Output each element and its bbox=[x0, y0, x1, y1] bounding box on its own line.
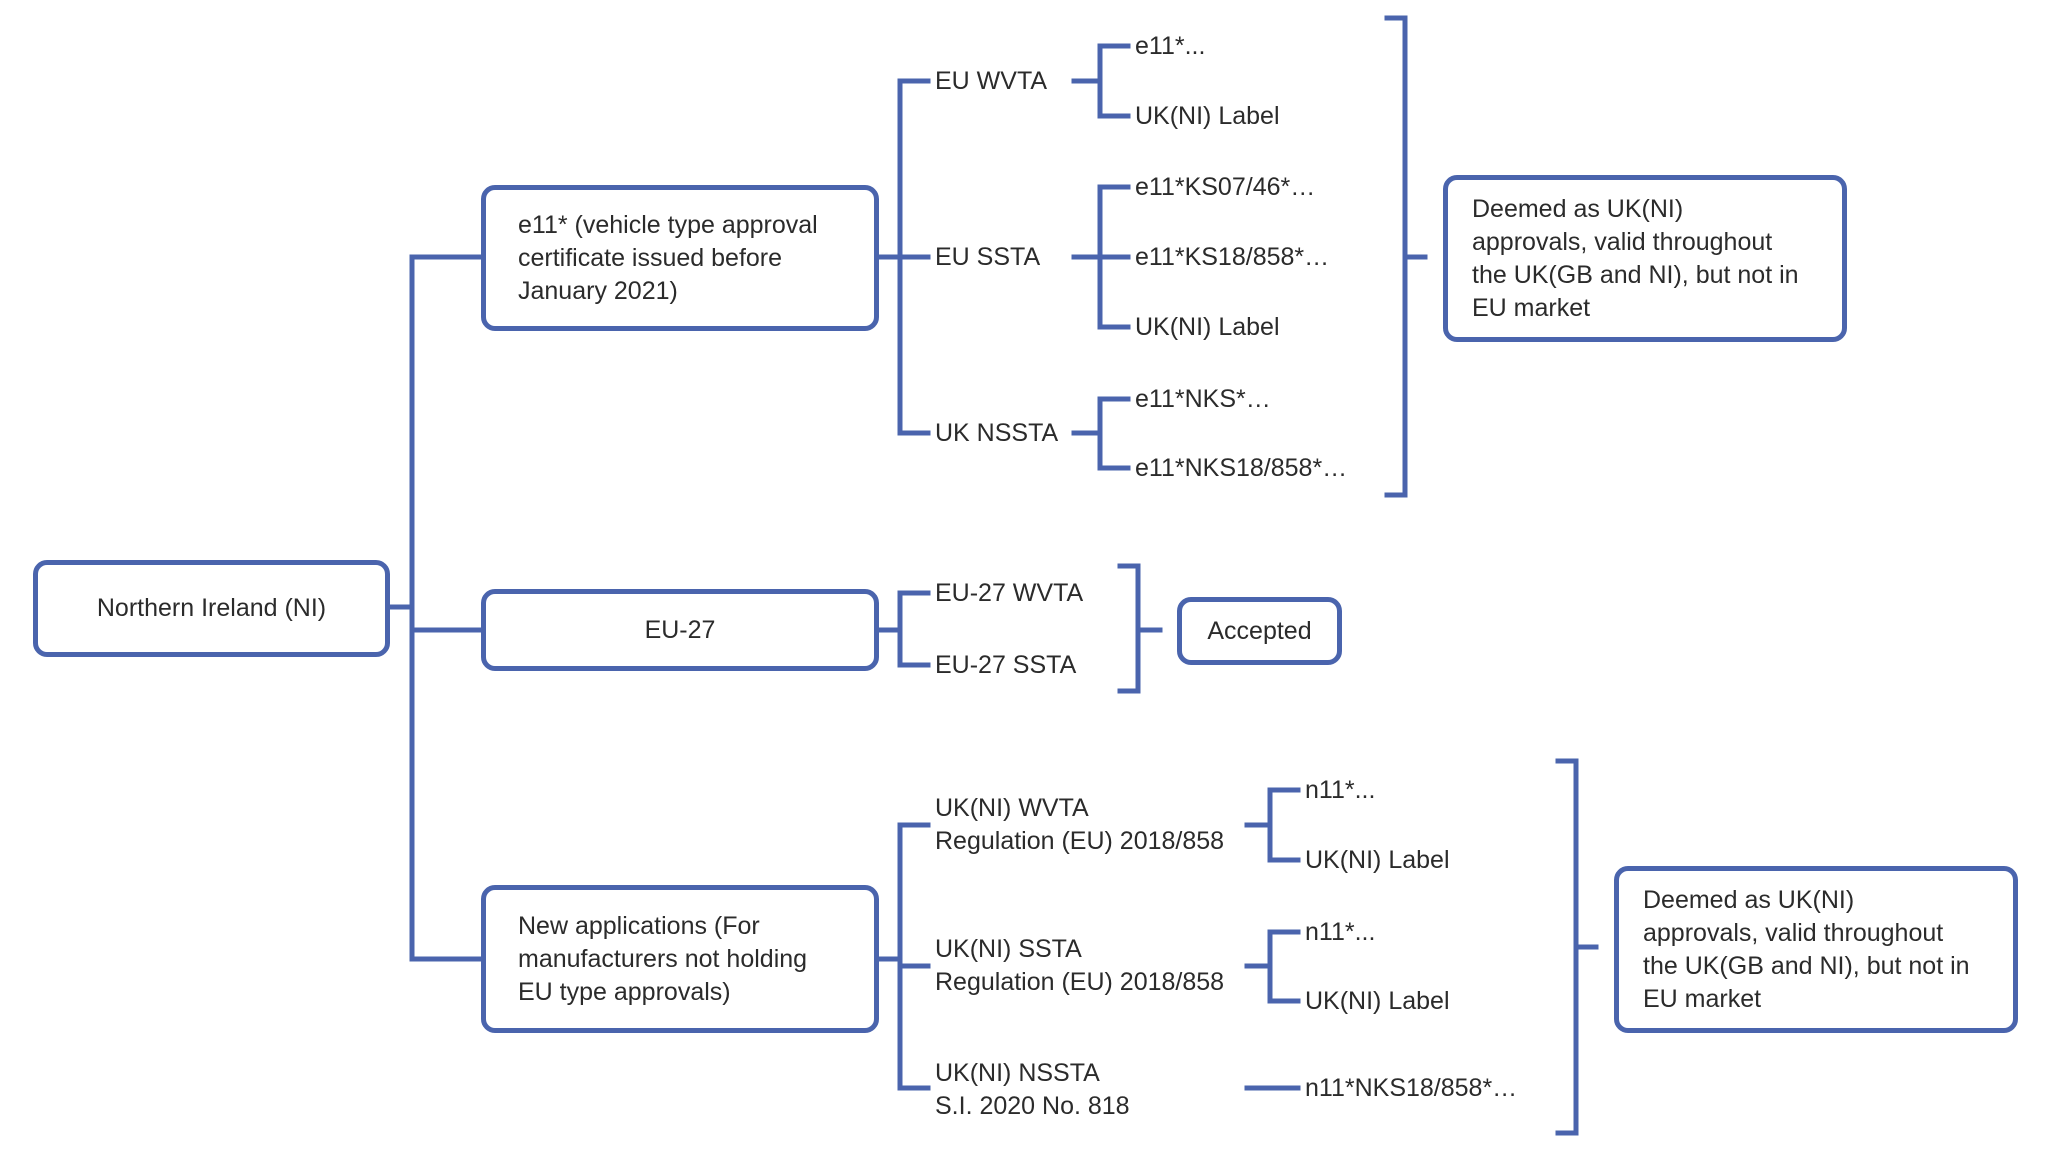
approval-code: e11*... bbox=[1135, 32, 1206, 60]
group3-branch bbox=[874, 822, 931, 1091]
group1-box: e11* (vehicle type approval certificate … bbox=[481, 185, 879, 331]
approval-code: UK(NI) Label bbox=[1135, 102, 1280, 130]
group1-bracket bbox=[1384, 15, 1428, 498]
uk-ni-ssta-branch bbox=[1244, 929, 1301, 1004]
approval-code: e11*KS18/858*… bbox=[1135, 243, 1330, 271]
approval-code: e11*NKS18/858*… bbox=[1135, 454, 1348, 482]
type-uk-ni-ssta: UK(NI) SSTA Regulation (EU) 2018/858 bbox=[935, 935, 1225, 996]
accepted-box: Accepted bbox=[1177, 597, 1342, 665]
group3-bracket bbox=[1555, 758, 1599, 1136]
type-uk-ni-nssta: UK(NI) NSSTA S.I. 2020 No. 818 bbox=[935, 1059, 1130, 1120]
approval-code: UK(NI) Label bbox=[1305, 846, 1450, 874]
type-eu27-wvta: EU-27 WVTA bbox=[935, 579, 1084, 607]
type-eu-wvta: EU WVTA bbox=[935, 67, 1048, 95]
approval-code: e11*NKS*… bbox=[1135, 385, 1271, 413]
type-uk-ni-wvta: UK(NI) WVTA Regulation (EU) 2018/858 bbox=[935, 794, 1225, 855]
approval-code: n11*... bbox=[1305, 776, 1376, 804]
approval-code: n11*... bbox=[1305, 918, 1376, 946]
group1-outcome-box: Deemed as UK(NI) approvals, valid throug… bbox=[1443, 175, 1847, 342]
group3-outcome-box: Deemed as UK(NI) approvals, valid throug… bbox=[1614, 866, 2018, 1033]
approval-code: UK(NI) Label bbox=[1135, 313, 1280, 341]
group3-box: New applications (For manufacturers not … bbox=[481, 885, 879, 1033]
group1-branch bbox=[874, 78, 931, 436]
type-uk-nssta: UK NSSTA bbox=[935, 419, 1059, 447]
group2-label: EU-27 bbox=[644, 615, 716, 644]
approval-code: n11*NKS18/858*… bbox=[1305, 1074, 1518, 1102]
group2-bracket bbox=[1117, 563, 1163, 694]
root-label: Northern Ireland (NI) bbox=[96, 594, 327, 622]
uk-ni-wvta-branch bbox=[1244, 787, 1301, 863]
eu-ssta-branch bbox=[1071, 184, 1131, 330]
group2-box: EU-27 bbox=[481, 589, 879, 671]
uk-nssta-branch bbox=[1071, 396, 1131, 471]
type-eu27-ssta: EU-27 SSTA bbox=[935, 651, 1077, 679]
group2-branch bbox=[874, 590, 931, 668]
eu-wvta-branch bbox=[1071, 43, 1131, 119]
root-box: Northern Ireland (NI) bbox=[33, 560, 390, 657]
approval-code: e11*KS07/46*… bbox=[1135, 173, 1316, 201]
type-eu-ssta: EU SSTA bbox=[935, 243, 1041, 271]
approval-code: UK(NI) Label bbox=[1305, 987, 1450, 1015]
accepted-label: Accepted bbox=[1207, 616, 1312, 645]
